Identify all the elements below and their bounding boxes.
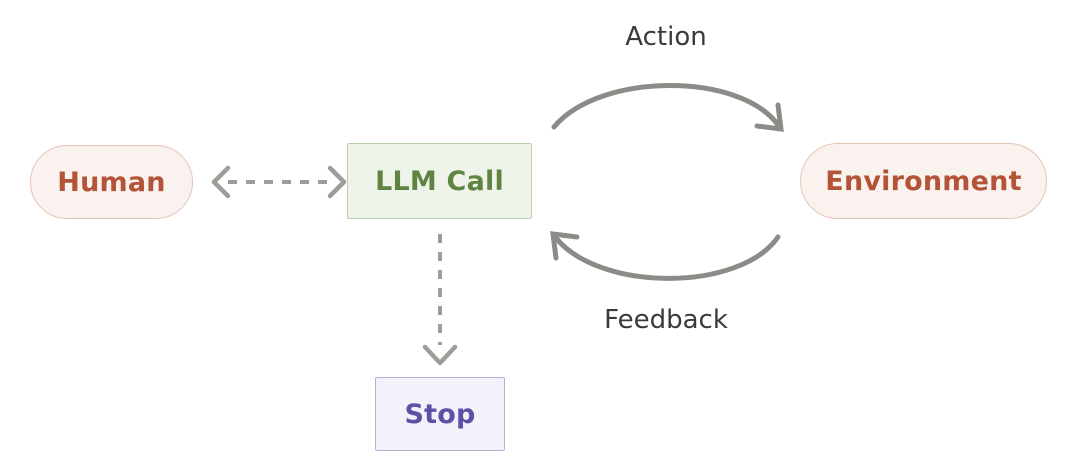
edge-llm-stop (422, 234, 458, 366)
edge-llm-environment-action (551, 83, 784, 132)
arrowhead-down-icon (422, 344, 458, 366)
node-llm-call[interactable]: LLM Call (347, 143, 532, 219)
node-environment-label: Environment (825, 165, 1022, 197)
arrowhead-right-icon (327, 165, 347, 199)
node-stop-label: Stop (404, 398, 476, 430)
arrowhead-action-icon (754, 102, 784, 132)
edge-human-llm (211, 165, 347, 199)
node-stop[interactable]: Stop (375, 377, 505, 451)
edge-feedback-curve (553, 234, 781, 281)
edge-environment-llm-feedback (550, 231, 781, 281)
node-llm-call-label: LLM Call (375, 165, 504, 197)
edge-label-feedback: Feedback (604, 305, 728, 335)
arrowhead-feedback-icon (550, 231, 580, 261)
node-human-label: Human (57, 166, 166, 198)
edge-action-curve (551, 83, 781, 130)
edge-label-action: Action (625, 22, 707, 52)
node-human[interactable]: Human (30, 145, 193, 219)
node-environment[interactable]: Environment (800, 143, 1047, 219)
arrowhead-left-icon (211, 165, 231, 199)
